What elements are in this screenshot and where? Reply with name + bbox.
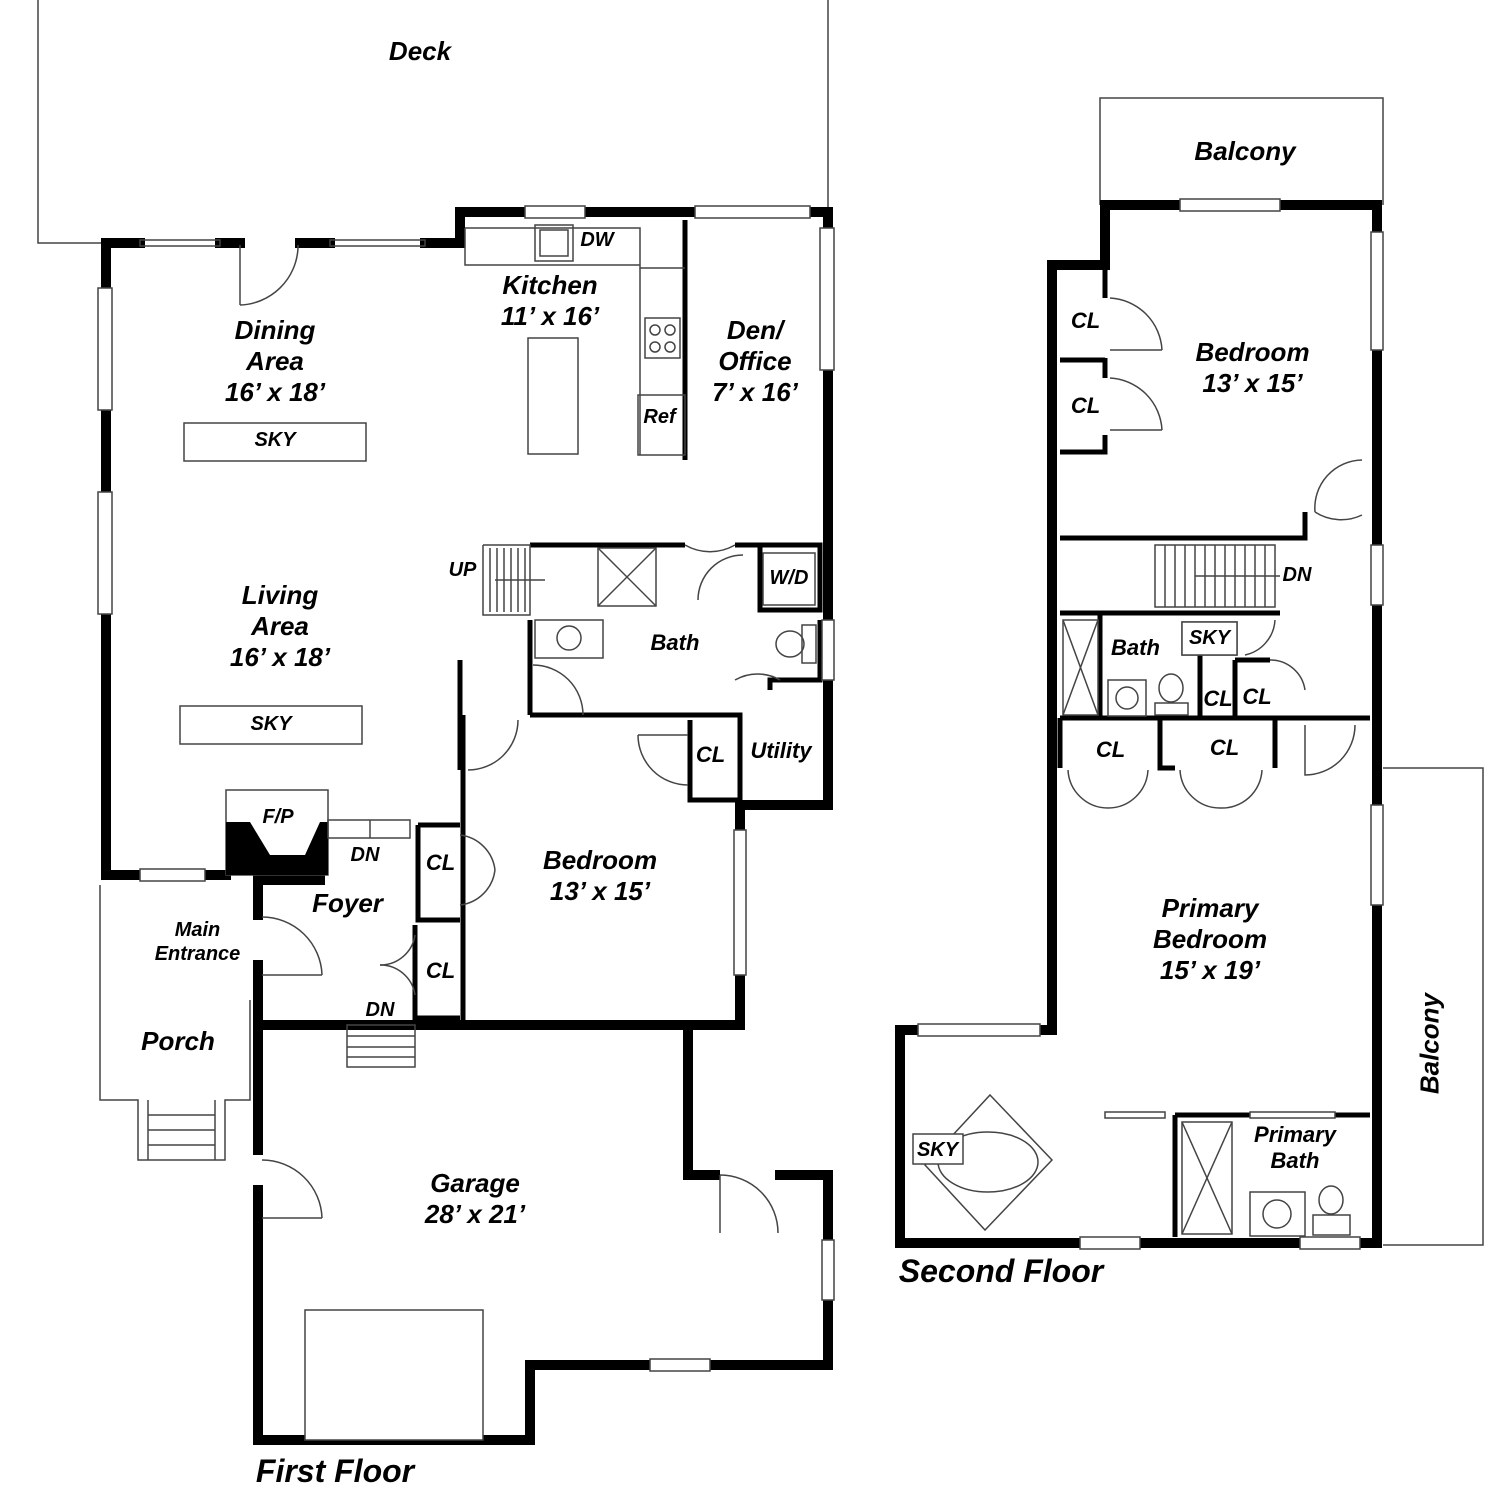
den-name-2: Office [718,346,792,377]
dining-skylight-label: SKY [254,429,296,451]
den-size: 7’ x 16’ [712,377,798,408]
utility-label: Utility [750,738,812,763]
washer-dryer-label: W/D [769,567,809,589]
dining-label: Dining Area 16’ x 18’ [190,315,360,409]
primary-bath-label: Primary Bath [1240,1122,1350,1175]
main-entrance-label: Main Entrance [140,918,255,966]
upper-closet-e-label: CL [1095,737,1126,762]
living-name-1: Living [241,580,319,610]
upper-bedroom-size: 13’ x 15’ [1202,368,1303,399]
second-floor-title: Second Floor [898,1253,1104,1289]
garage-label: Garage 28’ x 21’ [395,1168,555,1230]
living-size: 16’ x 18’ [229,642,331,673]
first-bath-label: Bath [650,630,700,655]
first-bedroom-size: 13’ x 15’ [549,876,651,907]
foyer-closet-2-label: CL [425,958,456,983]
upper-bedroom-name: Bedroom [1195,337,1310,367]
main-entrance-1: Main [174,919,221,941]
balcony-top-outline [1099,97,1384,205]
kitchen-fixtures [464,224,686,456]
upper-closet-b-label: CL [1070,393,1101,418]
balcony-side-label: Balcony [1414,993,1445,1095]
first-floor-walls [101,207,833,1445]
living-skylight-rect [179,705,363,745]
bath-fixtures-second [923,619,1351,1237]
balcony-top-label: Balcony [1194,136,1296,166]
second-floor-interior-walls [1057,265,1370,1237]
stairs-up-label: UP [448,559,477,581]
porch-label: Porch [141,1026,215,1056]
upper-bath-label: Bath [1111,635,1160,660]
living-skylight-label: SKY [250,713,292,735]
upper-bedroom-label: Bedroom 13’ x 15’ [1165,337,1340,399]
kitchen-size: 11’ x 16’ [500,301,600,332]
kitchen-label: Kitchen 11’ x 16’ [470,270,630,332]
second-floor-windows [917,198,1384,1250]
upper-bath-skylight-label: SKY [1188,627,1231,649]
upper-closet-d-label: CL [1242,684,1272,709]
garage-steps [346,1024,416,1068]
stairs-up [482,544,545,616]
living-label: Living Area 16’ x 18’ [195,580,365,674]
hall-closet-label: CL [695,742,726,767]
refrigerator-label: Ref [643,406,676,428]
foyer-closet-1-label: CL [425,850,456,875]
living-name-2: Area [251,611,309,642]
stairs-down-second [1154,544,1280,608]
bath-fixtures-first [532,544,817,716]
first-bedroom-label: Bedroom 13’ x 15’ [510,845,690,907]
garage-size: 28’ x 21’ [424,1199,526,1230]
deck-label: Deck [388,36,452,66]
balcony-side-outline [1383,767,1484,1246]
first-floor-title: First Floor [255,1453,415,1489]
den-label: Den/ Office 7’ x 16’ [690,315,820,409]
garage-down-label: DN [365,999,395,1021]
den-name-1: Den/ [726,315,784,345]
dining-skylight-rect [183,422,367,462]
garage-door [304,1309,484,1441]
primary-bedroom-size: 15’ x 19’ [1159,955,1261,986]
second-floor-walls [895,200,1382,1248]
dining-name-1: Dining [234,315,316,345]
first-floor-doors [261,719,779,1234]
second-floor-doors [1067,297,1363,1119]
dining-name-2: Area [246,346,304,377]
primary-bath-1: Primary [1254,1122,1336,1147]
dining-size: 16’ x 18’ [224,377,326,408]
dining-doors [139,239,426,306]
upper-closet-c-label: CL [1203,686,1233,711]
primary-bedroom-label: Primary Bedroom 15’ x 19’ [1135,893,1285,987]
kitchen-name: Kitchen [502,270,598,300]
primary-bath-2: Bath [1270,1148,1320,1174]
tub-skylight-label: SKY [916,1139,959,1161]
tub-skylight-rect [912,1133,964,1165]
primary-bedroom-name-1: Primary [1161,893,1259,923]
primary-bedroom-name-2: Bedroom [1152,924,1268,955]
dishwasher-label: DW [580,229,614,251]
main-entrance-2: Entrance [154,943,241,965]
first-bedroom-name: Bedroom [542,845,658,875]
upper-closet-a-label: CL [1070,308,1101,333]
upper-closet-f-label: CL [1209,735,1240,760]
bath-skylight-rect-second [1181,621,1238,656]
fireplace-shape [225,789,411,876]
foyer-down-label: DN [350,844,380,866]
deck-outline [37,0,118,244]
fireplace-label: F/P [262,806,294,828]
foyer-label: Foyer [312,888,383,918]
first-floor-windows [97,205,835,1372]
upper-stairs-down-label: DN [1282,564,1312,586]
garage-name: Garage [430,1168,520,1198]
porch-outline [99,885,251,1161]
